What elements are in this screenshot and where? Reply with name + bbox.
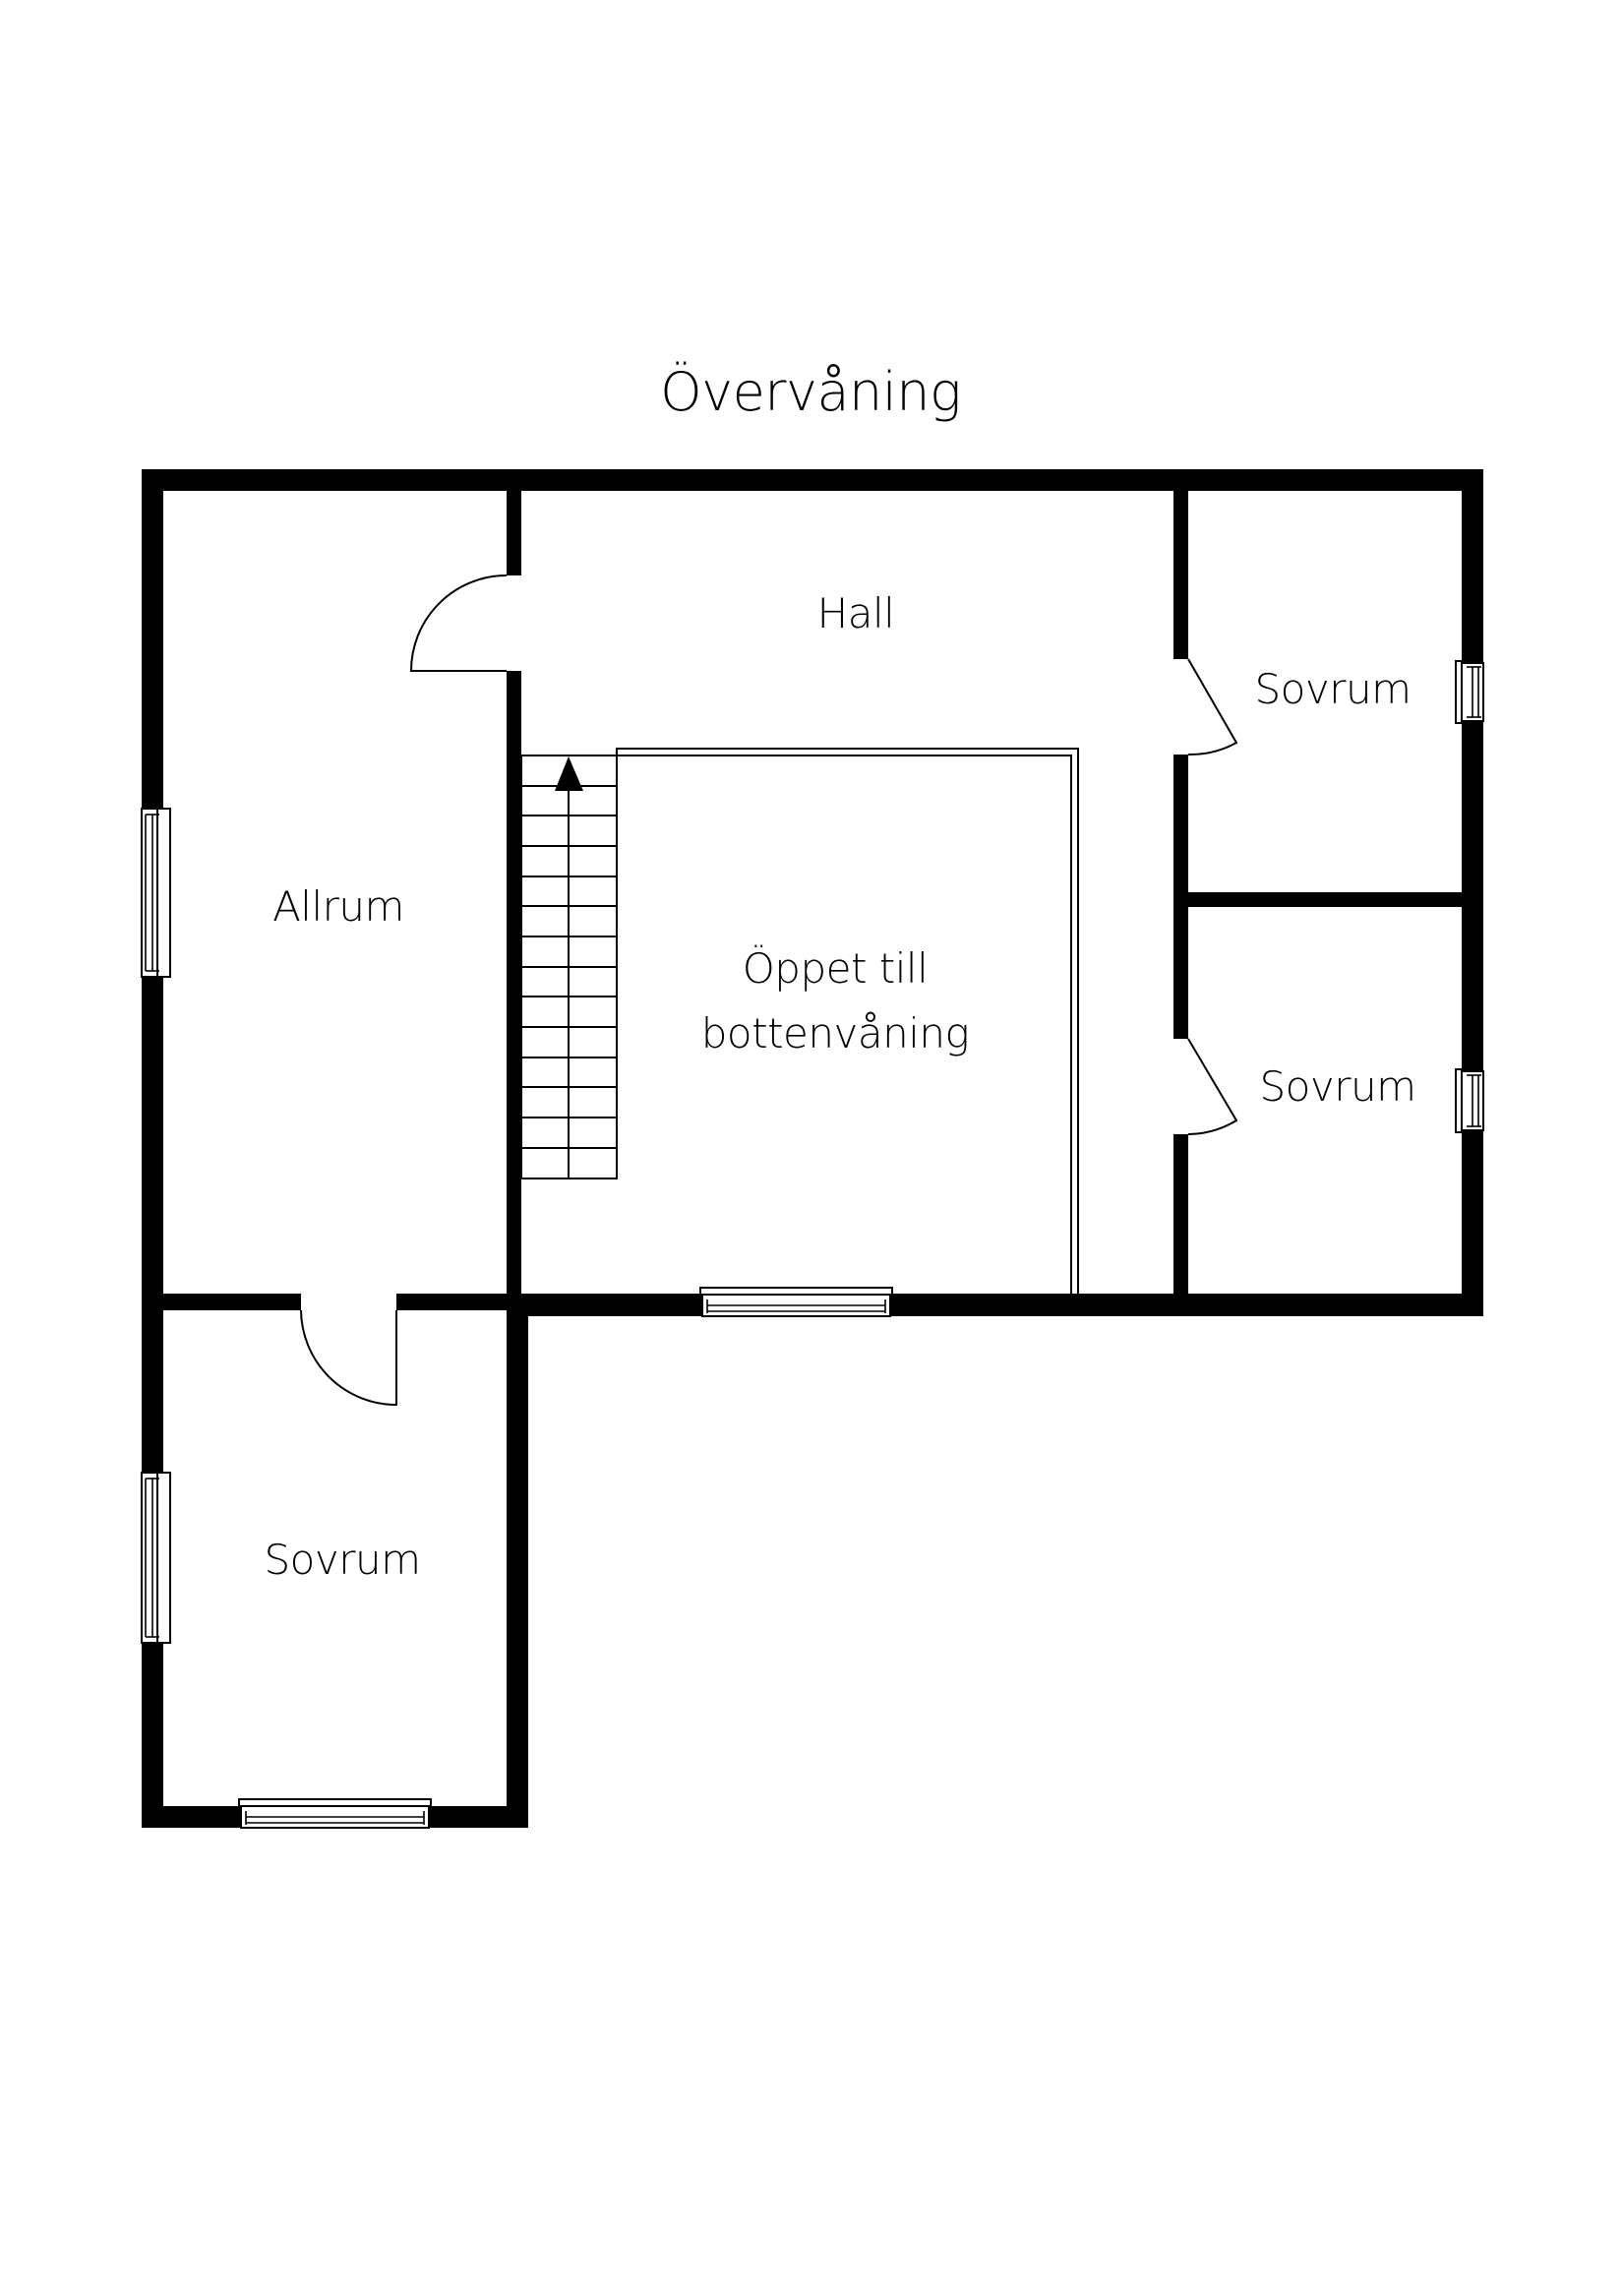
wall-outer-top: [142, 469, 1483, 491]
wall-allrum-hall-lower: [507, 671, 521, 1316]
wall-hall-bedrooms-bottom: [1173, 1134, 1188, 1316]
railing: [616, 748, 1079, 1294]
wall-allrum-hall-upper: [507, 469, 521, 575]
window-icon: [1455, 1068, 1484, 1133]
doors: [300, 574, 1238, 1407]
wall-main-bottom: [507, 1294, 1483, 1316]
room-label-sovrum-bottom-left: Sovrum: [264, 1536, 421, 1584]
window-icon: [1455, 660, 1484, 724]
door-swing-icon[interactable]: [1187, 1038, 1238, 1135]
wall-allrum-sovrum-left: [142, 1294, 301, 1310]
door-swing-icon[interactable]: [409, 574, 508, 672]
room-label-open-area-line2: bottenvåning: [700, 1009, 970, 1057]
wall-hall-bedrooms-top: [1173, 469, 1188, 659]
staircase: [520, 755, 618, 1179]
wall-lower-right: [507, 1294, 528, 1828]
door-swing-icon[interactable]: [1187, 658, 1238, 756]
room-label-sovrum-top-right: Sovrum: [1254, 665, 1412, 713]
page-title: Övervåning: [660, 361, 961, 423]
windows: [141, 660, 1484, 1829]
door-swing-icon[interactable]: [300, 1309, 397, 1407]
room-label-open-area-line1: Öppet till: [742, 944, 929, 993]
wall-allrum-sovrum-right: [396, 1294, 521, 1310]
room-label-hall: Hall: [816, 589, 895, 637]
window-icon: [141, 808, 171, 978]
window-icon: [699, 1287, 893, 1317]
room-label-sovrum-mid-right: Sovrum: [1259, 1062, 1416, 1111]
window-icon: [141, 1472, 171, 1644]
room-label-allrum: Allrum: [272, 882, 404, 931]
arrow-up-icon: [555, 756, 583, 791]
window-icon: [238, 1798, 432, 1829]
wall-bedroom-divider: [1173, 892, 1483, 907]
room-label-open-area: Öppet till bottenvåning: [700, 937, 970, 1066]
